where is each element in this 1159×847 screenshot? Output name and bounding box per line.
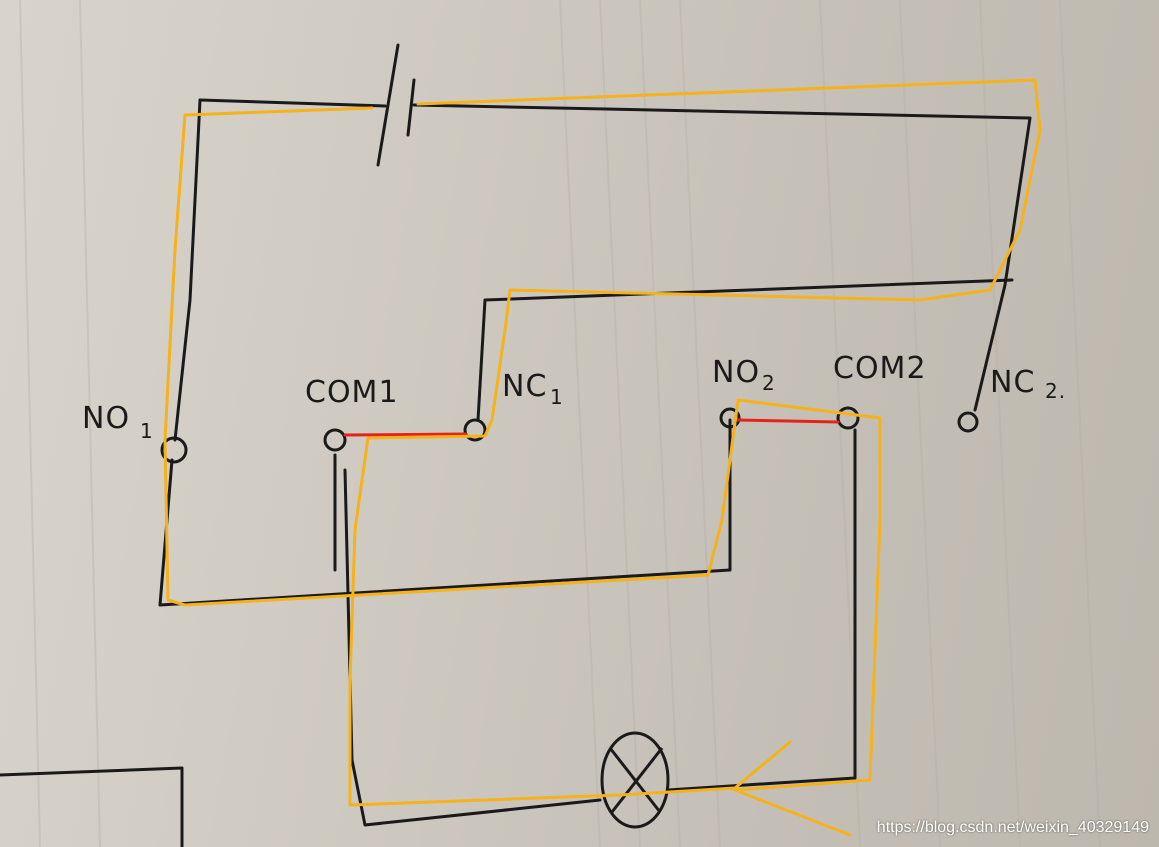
svg-text:NO: NO bbox=[82, 401, 130, 436]
label-nc1: NC 1 bbox=[502, 369, 564, 409]
lamp-symbol bbox=[600, 731, 670, 829]
active-contact-2 bbox=[735, 418, 840, 424]
svg-text:1: 1 bbox=[550, 385, 564, 409]
svg-text:NO: NO bbox=[712, 355, 760, 390]
svg-text:1: 1 bbox=[140, 419, 154, 443]
highlight-path-outer bbox=[163, 78, 1042, 837]
svg-text:NC: NC bbox=[502, 369, 547, 404]
terminal-nc1 bbox=[463, 418, 487, 442]
wire-lamp-to-com2 bbox=[666, 428, 857, 792]
terminal-com2 bbox=[836, 406, 860, 430]
battery-long-plate bbox=[376, 43, 400, 167]
active-contact-1 bbox=[343, 432, 468, 437]
wire-left-vertical bbox=[173, 98, 202, 442]
label-no1: NO 1 bbox=[82, 401, 154, 443]
stray-box bbox=[0, 766, 184, 847]
terminal-no2 bbox=[719, 407, 741, 429]
svg-text:2.: 2. bbox=[1045, 379, 1066, 403]
svg-text:2: 2 bbox=[762, 371, 776, 395]
battery-short-plate bbox=[406, 78, 416, 137]
terminal-no1 bbox=[160, 436, 188, 464]
wire-middle-bus bbox=[476, 278, 1014, 422]
label-com2: COM2 bbox=[833, 351, 927, 386]
label-nc2: NC 2. bbox=[990, 365, 1066, 403]
terminal-com1 bbox=[323, 428, 347, 452]
terminal-nc2 bbox=[957, 411, 979, 433]
wire-nc2-branch bbox=[973, 283, 1007, 412]
svg-text:NC: NC bbox=[990, 365, 1035, 400]
label-no2: NO 2 bbox=[712, 355, 776, 395]
wire-com1-to-lamp bbox=[343, 468, 602, 827]
wire-top-left bbox=[198, 98, 387, 108]
label-com1: COM1 bbox=[305, 375, 399, 410]
watermark: https://blog.csdn.net/weixin_40329149 bbox=[876, 819, 1149, 836]
wire-top-right bbox=[412, 103, 1032, 287]
